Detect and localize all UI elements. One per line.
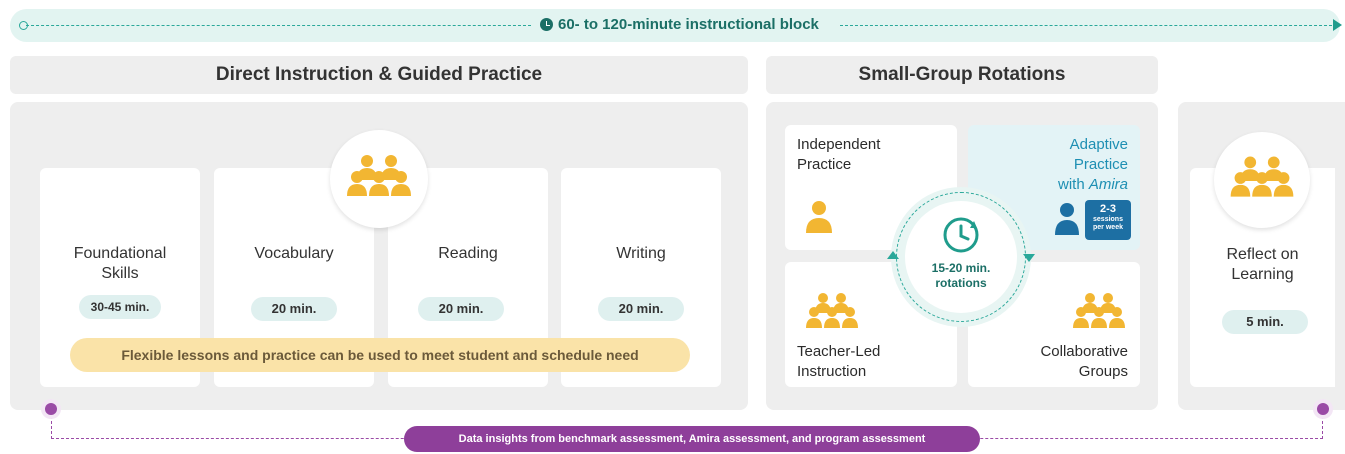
data-dot-right — [1317, 403, 1329, 415]
timeline-bar: 60- to 120-minute instructional block — [10, 9, 1342, 42]
rotation-word: rotations — [935, 276, 987, 290]
card-title: Vocabulary — [254, 245, 334, 262]
reflect-title: Reflect on Learning — [1196, 245, 1329, 285]
label-line2: Practice — [1073, 156, 1128, 173]
rotation-clock-icon — [943, 217, 979, 253]
timeline-dash-left — [26, 25, 531, 26]
data-insights-banner: Data insights from benchmark assessment,… — [404, 426, 980, 452]
quadrant-label: Independent Practice — [797, 135, 880, 175]
label-line1: Collaborative — [1040, 343, 1128, 360]
arrow-down-icon — [1023, 254, 1035, 262]
person-icon — [1055, 203, 1079, 235]
label-line1: Independent — [797, 136, 881, 153]
per-week-label: per week — [1093, 224, 1123, 231]
clock-icon — [540, 18, 553, 31]
card-title: Reading — [438, 245, 498, 262]
timeline-label: 60- to 120-minute instructional block — [540, 16, 819, 33]
collaborative-groups-quadrant: Collaborative Groups — [968, 262, 1140, 387]
quadrant-label: Adaptive Practice with Amira — [1058, 135, 1128, 195]
flexible-lessons-banner: Flexible lessons and practice can be use… — [70, 338, 690, 372]
arrow-up-icon — [887, 251, 899, 259]
sessions-label: sessions — [1093, 216, 1123, 223]
rotation-time: 15-20 min. — [931, 261, 991, 275]
data-dot-left — [45, 403, 57, 415]
label-line2: Groups — [1078, 363, 1128, 380]
sessions-badge: 2-3 sessions per week — [1085, 200, 1131, 240]
reflect-title-line2: Learning — [1231, 266, 1294, 283]
sessions-count: 2-3 — [1100, 203, 1116, 215]
group-icon — [1073, 293, 1125, 328]
quadrant-label: Teacher-Led Instruction — [797, 342, 880, 382]
group-icon — [806, 293, 858, 328]
quadrant-label: Collaborative Groups — [1040, 342, 1128, 382]
amira-label: Amira — [1088, 176, 1128, 193]
small-group-header: Small-Group Rotations — [766, 56, 1158, 94]
time-badge: 20 min. — [251, 297, 337, 321]
label-line2: Instruction — [797, 363, 867, 380]
person-icon — [806, 201, 832, 233]
arrow-right-icon — [1333, 19, 1342, 31]
timeline-dash-right — [840, 25, 1332, 26]
card-title: Foundational — [73, 245, 167, 262]
group-icon — [1230, 156, 1294, 197]
card-title: Writing — [616, 245, 666, 262]
rotation-circle: 15-20 min. rotations — [891, 187, 1031, 327]
label-line3: with Amira — [1058, 175, 1128, 195]
label-prefix: with — [1057, 176, 1089, 193]
time-badge: 20 min. — [598, 297, 684, 321]
time-badge: 20 min. — [418, 297, 504, 321]
time-badge: 30-45 min. — [79, 295, 161, 319]
label-line2: Practice — [797, 156, 852, 173]
group-icon-circle — [1214, 132, 1310, 228]
group-icon — [347, 155, 411, 196]
rotation-label: 15-20 min. rotations — [891, 261, 1031, 291]
direct-instruction-header: Direct Instruction & Guided Practice — [10, 56, 748, 94]
label-line1: Adaptive — [1069, 136, 1128, 153]
time-badge: 5 min. — [1222, 310, 1308, 334]
timeline-label-text: 60- to 120-minute instructional block — [558, 16, 819, 33]
label-line1: Teacher-Led — [797, 343, 881, 360]
group-icon-circle — [330, 130, 428, 228]
reflect-title-line1: Reflect on — [1226, 246, 1299, 263]
card-title-line2: Skills — [101, 265, 139, 282]
